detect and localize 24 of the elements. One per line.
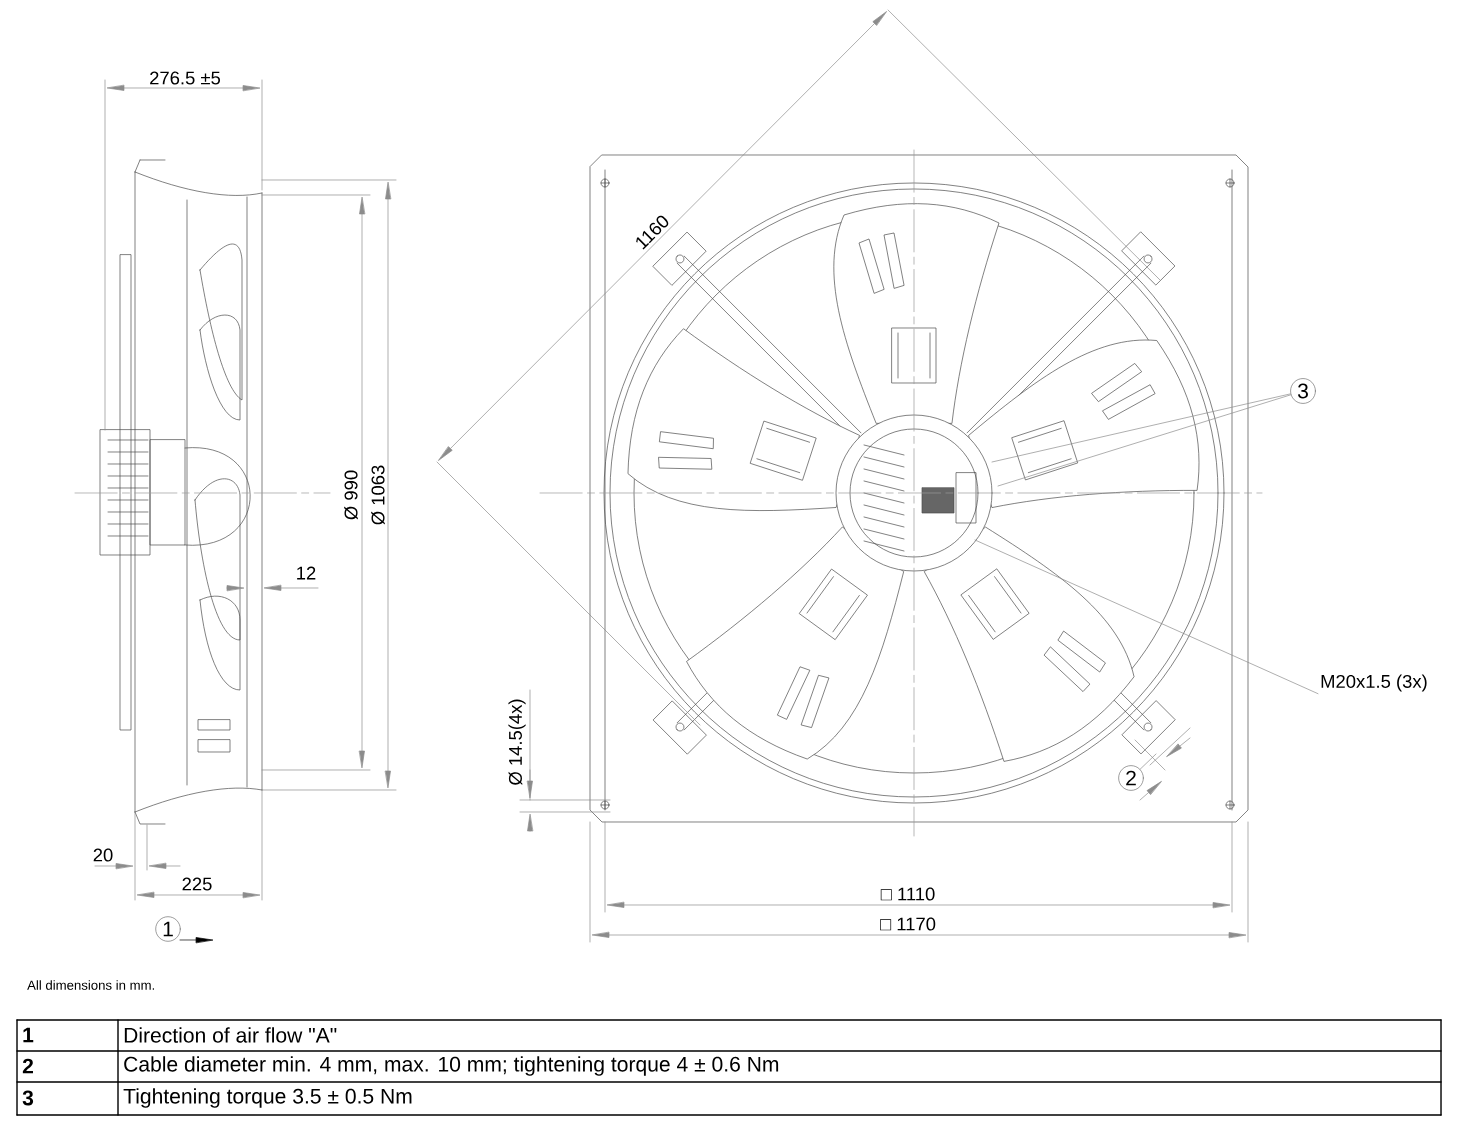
dimension-text: □ 1170 bbox=[880, 917, 936, 931]
row-number: 2 bbox=[22, 1058, 33, 1074]
leader-line bbox=[997, 394, 1292, 487]
dimension-text: □ 1110 bbox=[880, 887, 935, 901]
row-description: Direction of air flow "A" bbox=[124, 1027, 337, 1043]
dimension-text: 20 bbox=[93, 848, 113, 862]
row-description: Cable diameter min. 4 mm, max. 10 mm; tightening torque 4 ± 0.6 Nm bbox=[124, 1056, 779, 1076]
row-number: 1 bbox=[23, 1027, 34, 1043]
callout-number: 2 bbox=[1118, 765, 1144, 791]
dimension-text: Ø 14.5(4x) bbox=[508, 699, 526, 785]
row-number: 3 bbox=[22, 1090, 34, 1106]
leader-line bbox=[991, 393, 1291, 463]
dimension-text: 12 bbox=[297, 566, 316, 580]
row-description: Tightening torque 3.5 ± 0.5 Nm bbox=[123, 1088, 412, 1108]
note-text: All dimensions in mm. bbox=[27, 980, 154, 990]
leader-line bbox=[1139, 753, 1157, 770]
thread-label: M20x1.5 (3x) bbox=[1321, 674, 1427, 692]
dimension-text: 276.5 ±5 bbox=[150, 71, 221, 85]
callout-number: 3 bbox=[1290, 378, 1316, 404]
leader-line bbox=[974, 539, 1319, 695]
callout-number: 1 bbox=[155, 916, 181, 942]
dimension-text: 225 bbox=[182, 877, 212, 891]
dimension-text: Ø 1063 bbox=[371, 465, 385, 525]
dimension-text: Ø 990 bbox=[344, 470, 358, 520]
